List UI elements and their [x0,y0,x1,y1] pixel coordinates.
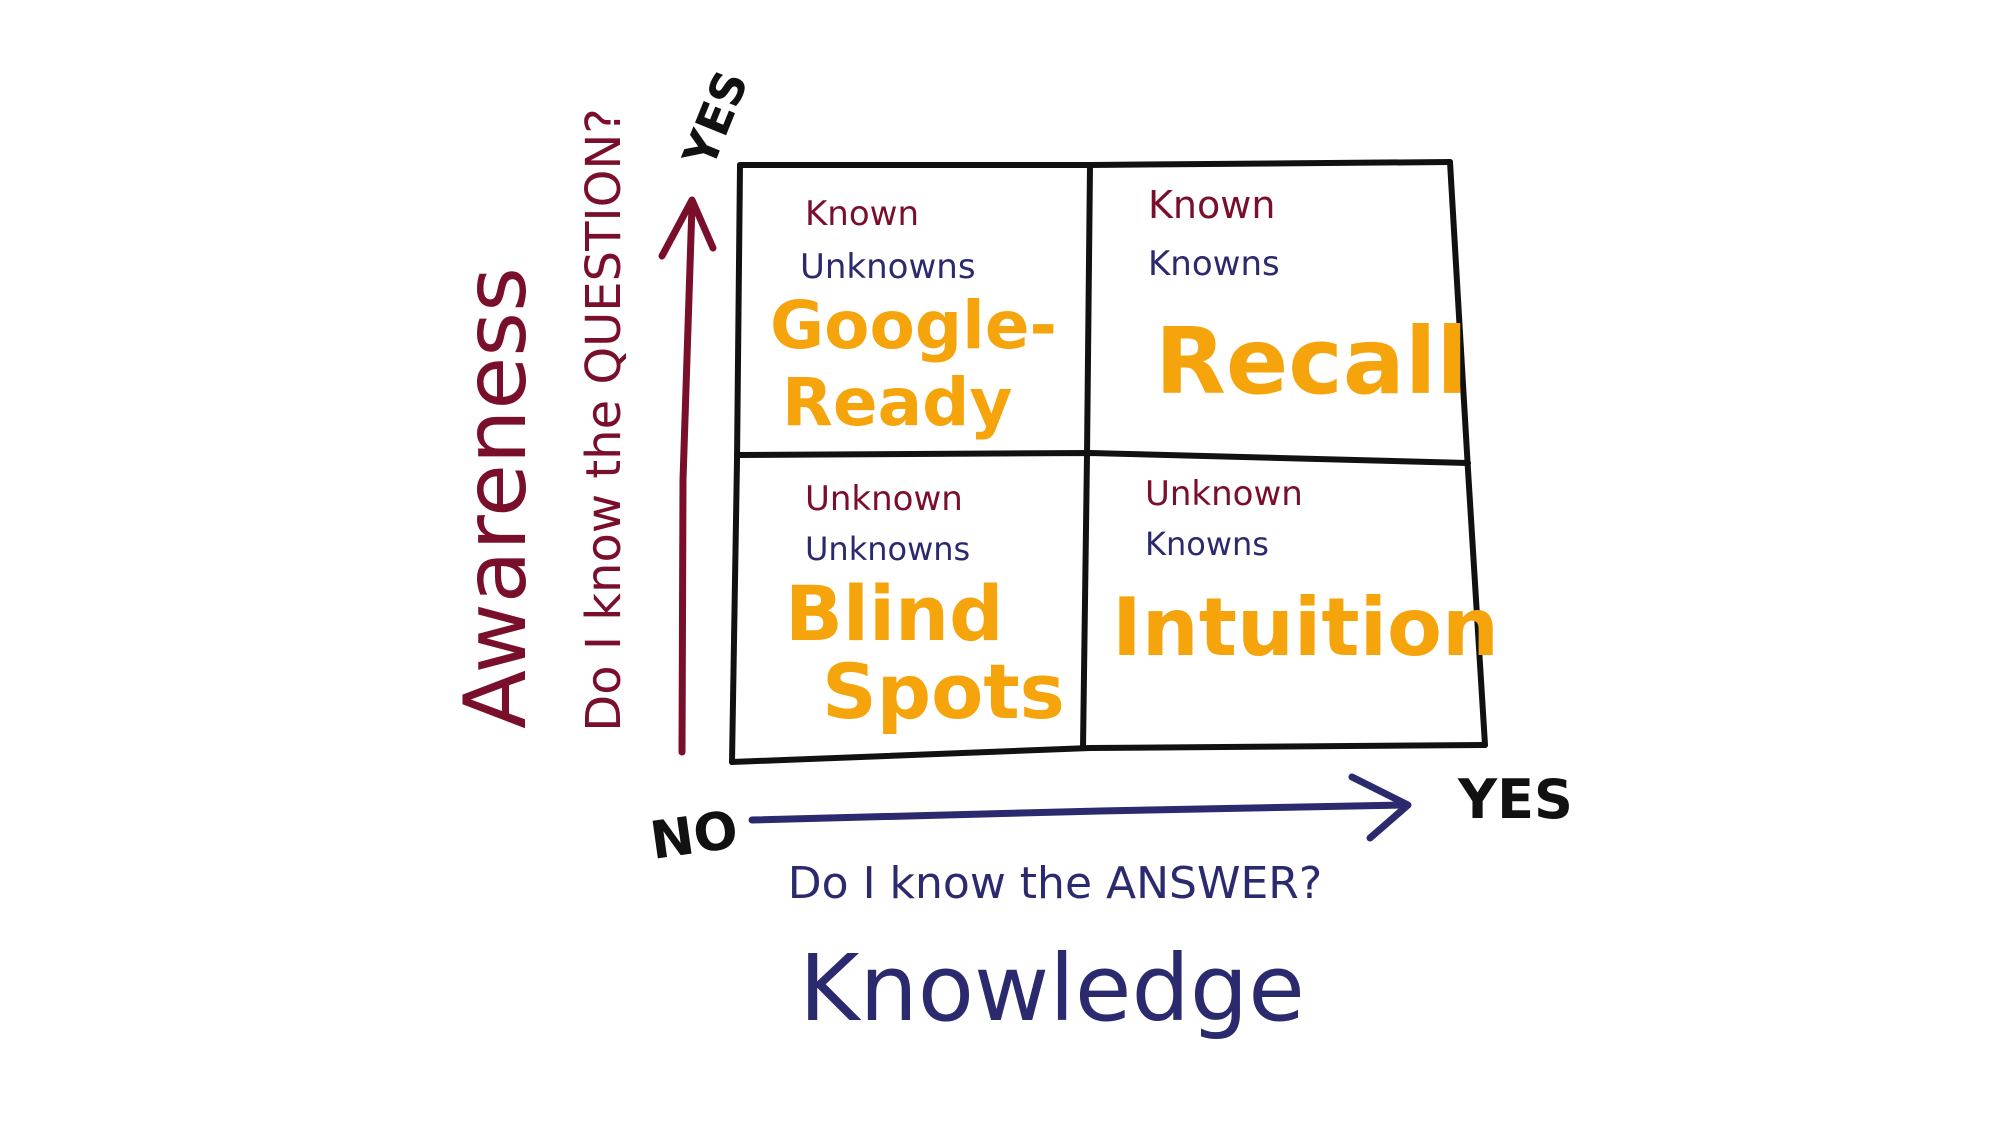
quadrant-knowledge-label: Knowns [1148,244,1280,284]
x-axis-question: Do I know the ANSWER? [788,858,1322,909]
quadrant-knowledge-label: Unknowns [805,530,970,568]
quadrant-awareness-label: Unknown [1145,474,1303,514]
origin-no-label: NO [647,800,742,872]
x-axis-yes-label: YES [1457,768,1573,831]
quadrant-title-line2: Spots [822,647,1065,736]
x-axis-title: Knowledge [799,935,1305,1042]
grid-top-edge [737,159,1453,168]
y-axis-arrow [658,196,717,756]
grid-right-edge [1447,159,1488,748]
quadrant-knowledge-label: Unknowns [800,247,976,287]
y-axis-shaft [678,201,696,756]
y-axis-arrowhead [658,196,717,260]
x-axis-arrow [748,773,1412,842]
quadrant-awareness-label: Known [805,194,919,234]
quadrant-title-line1: Google- [770,287,1057,364]
y-axis-yes-label: YES [672,63,759,175]
quadrant-awareness-label: Known [1148,183,1275,227]
quadrant-bottom-left: Unknown Unknowns Blind Spots [785,479,1065,736]
grid-left-edge [729,162,743,765]
x-axis-arrowhead [1348,773,1412,842]
y-axis-question: Do I know the QUESTION? [576,108,632,731]
quadrant-top-right: Known Knowns Recall [1148,183,1468,415]
quadrant-title-line2: Ready [782,364,1012,441]
x-axis-shaft [748,801,1407,824]
grid-bottom-edge [729,742,1488,765]
grid-horizontal-divider [734,450,1471,466]
quadrant-title-line1: Blind [785,569,1004,658]
grid-vertical-divider [1080,162,1093,751]
quadrant-title-line1: Recall [1155,308,1468,415]
quadrant-awareness-label: Unknown [805,479,963,519]
y-axis-title: Awareness [446,267,546,729]
quadrant-bottom-right: Unknown Knowns Intuition [1112,474,1499,674]
quadrant-knowledge-label: Knowns [1145,525,1269,563]
matrix-grid [729,159,1488,765]
quadrant-title-line1: Intuition [1112,581,1499,674]
quadrant-top-left: Known Unknowns Google- Ready [770,194,1057,441]
